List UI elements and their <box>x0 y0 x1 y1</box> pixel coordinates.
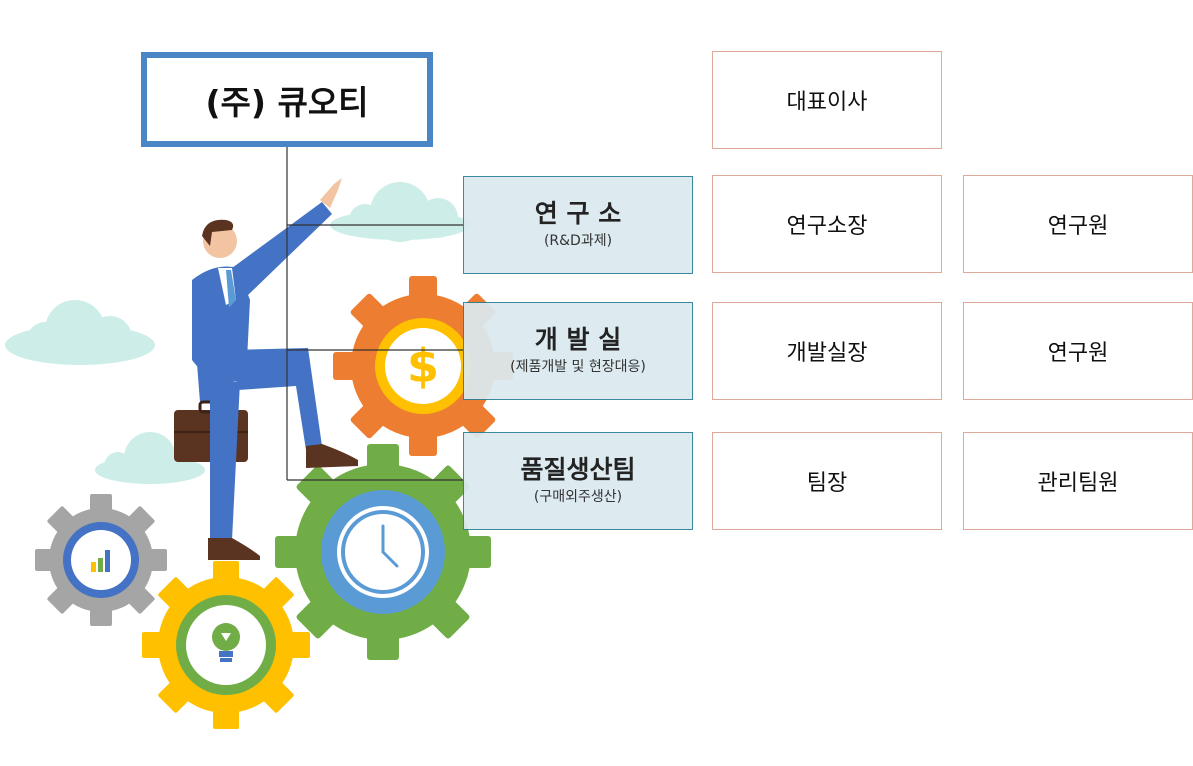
dept-box-development: 개 발 실 (제품개발 및 현장대응) <box>463 302 693 400</box>
dept-sub-development: (제품개발 및 현장대응) <box>510 359 646 376</box>
bar-chart-icon <box>91 550 110 572</box>
role-box-ceo: 대표이사 <box>712 51 942 149</box>
connector-lines <box>286 147 463 481</box>
role-research-head: 연구소장 <box>786 214 868 239</box>
role-ceo: 대표이사 <box>786 90 868 115</box>
dept-sub-research: (R&D과제) <box>543 233 613 250</box>
cloud-middle <box>95 432 205 484</box>
cloud-left <box>5 300 155 365</box>
dept-name-research: 연 구 소 <box>534 198 622 228</box>
company-name-box: (주) 큐오티 <box>141 52 433 147</box>
clock-icon <box>381 524 399 568</box>
dept-box-research: 연 구 소 (R&D과제) <box>463 176 693 274</box>
role-box-research-head: 연구소장 <box>712 175 942 273</box>
role-quality-staff: 관리팀원 <box>1037 471 1119 496</box>
dept-name-development: 개 발 실 <box>534 324 622 354</box>
role-dev-staff: 연구원 <box>1047 341 1109 366</box>
cloud-top <box>330 182 470 242</box>
gear-yellow <box>142 561 310 729</box>
role-box-dev-head: 개발실장 <box>712 302 942 400</box>
dept-box-quality: 품질생산팀 (구매외주생산) <box>463 432 693 530</box>
dept-sub-quality: (구매외주생산) <box>533 489 623 506</box>
role-box-quality-head: 팀장 <box>712 432 942 530</box>
role-research-staff: 연구원 <box>1047 214 1109 239</box>
dept-name-quality: 품질생산팀 <box>520 454 636 484</box>
gear-green <box>275 444 491 660</box>
company-name: (주) 큐오티 <box>205 82 369 122</box>
role-dev-head: 개발실장 <box>786 341 868 366</box>
dollar-icon: $ <box>407 339 439 393</box>
role-box-research-staff: 연구원 <box>963 175 1193 273</box>
role-box-quality-staff: 관리팀원 <box>963 432 1193 530</box>
lightbulb-icon <box>212 623 240 662</box>
role-box-dev-staff: 연구원 <box>963 302 1193 400</box>
gear-gray <box>35 494 167 626</box>
role-quality-head: 팀장 <box>806 471 848 496</box>
